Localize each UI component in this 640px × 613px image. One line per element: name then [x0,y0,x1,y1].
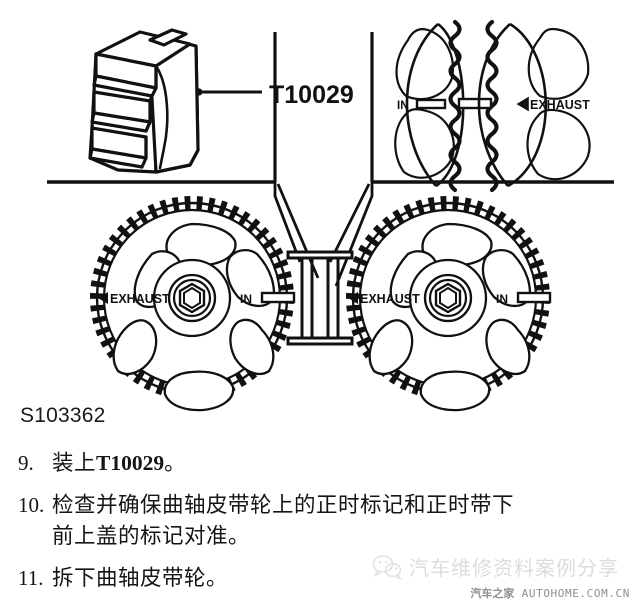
step-text-part: 装上 [52,451,97,475]
head-section-edges [273,32,374,182]
upper-sprocket-pair: IN EXHAUST [394,19,591,193]
lower-right-exhaust-label: EXHAUST [360,292,420,306]
step-text-line: 拆下曲轴皮带轮。 [52,566,229,590]
step-number: 9. [18,451,34,475]
upper-right-exhaust-arrow [516,96,529,112]
lower-right-exhaust-arrow [348,292,358,304]
tool-position-leaders [273,182,374,287]
step-text: 装上T10029。 [52,448,640,479]
technical-illustration: T10029 IN [47,19,614,412]
installed-locking-tool [286,250,354,346]
lower-left-sprocket: EXHAUST IN [90,196,296,412]
step-text-tail: 。 [164,451,187,475]
upper-locking-bar [457,97,493,110]
tool-label: T10029 [269,81,354,109]
tool-leader-line [195,88,262,96]
figure-caption: S103362 [20,404,106,427]
list-item: 10. 检查并确保曲轴皮带轮上的正时标记和正时带下 前上盖的标记对准。 [0,490,640,552]
lower-left-exhaust-label: EXHAUST [110,292,170,306]
step-text-line: 检查并确保曲轴皮带轮上的正时标记和正时带下 [52,493,515,517]
upper-right-exhaust-label: EXHAUST [530,98,590,112]
step-text: 拆下曲轴皮带轮。 [52,563,640,594]
tool-t10029-illustration [88,28,200,174]
lower-right-timing-mark [516,291,552,304]
list-item: 9. 装上T10029。 [0,448,640,479]
step-text: 检查并确保曲轴皮带轮上的正时标记和正时带下 前上盖的标记对准。 [52,490,640,552]
upper-left-in-label: IN [397,100,409,112]
step-number: 11. [18,566,44,590]
step-text-line: 前上盖的标记对准。 [52,524,251,548]
lower-right-in-label: IN [496,292,508,306]
lower-left-exhaust-arrow [98,292,108,304]
lower-right-sprocket: EXHAUST IN [346,196,552,412]
step-number: 10. [18,493,45,517]
step-tool-code: T10029 [96,451,165,475]
upper-left-timing-mark [415,98,447,110]
lower-left-in-label: IN [240,292,252,306]
procedure-step-list: 9. 装上T10029。 10. 检查并确保曲轴皮带轮上的正时标记和正时带下 前… [0,448,640,605]
lower-left-timing-mark [260,291,296,304]
list-item: 11. 拆下曲轴皮带轮。 [0,563,640,594]
